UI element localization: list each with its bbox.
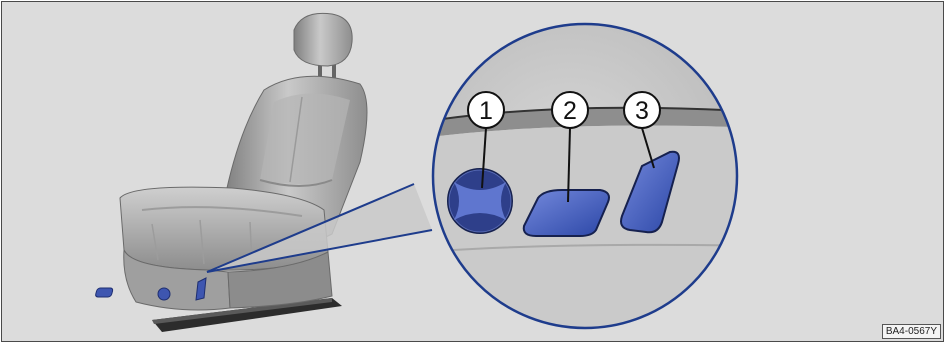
round-adjuster <box>448 169 512 233</box>
callout-3-label: 3 <box>635 97 649 125</box>
callout-1-label: 1 <box>479 97 493 125</box>
reference-code: BA4-0567Y <box>882 324 941 339</box>
callout-3: 3 <box>624 92 660 128</box>
callout-2-label: 2 <box>563 97 577 125</box>
callout-2: 2 <box>552 92 588 128</box>
callout-1: 1 <box>468 92 504 128</box>
headrest <box>294 13 352 82</box>
